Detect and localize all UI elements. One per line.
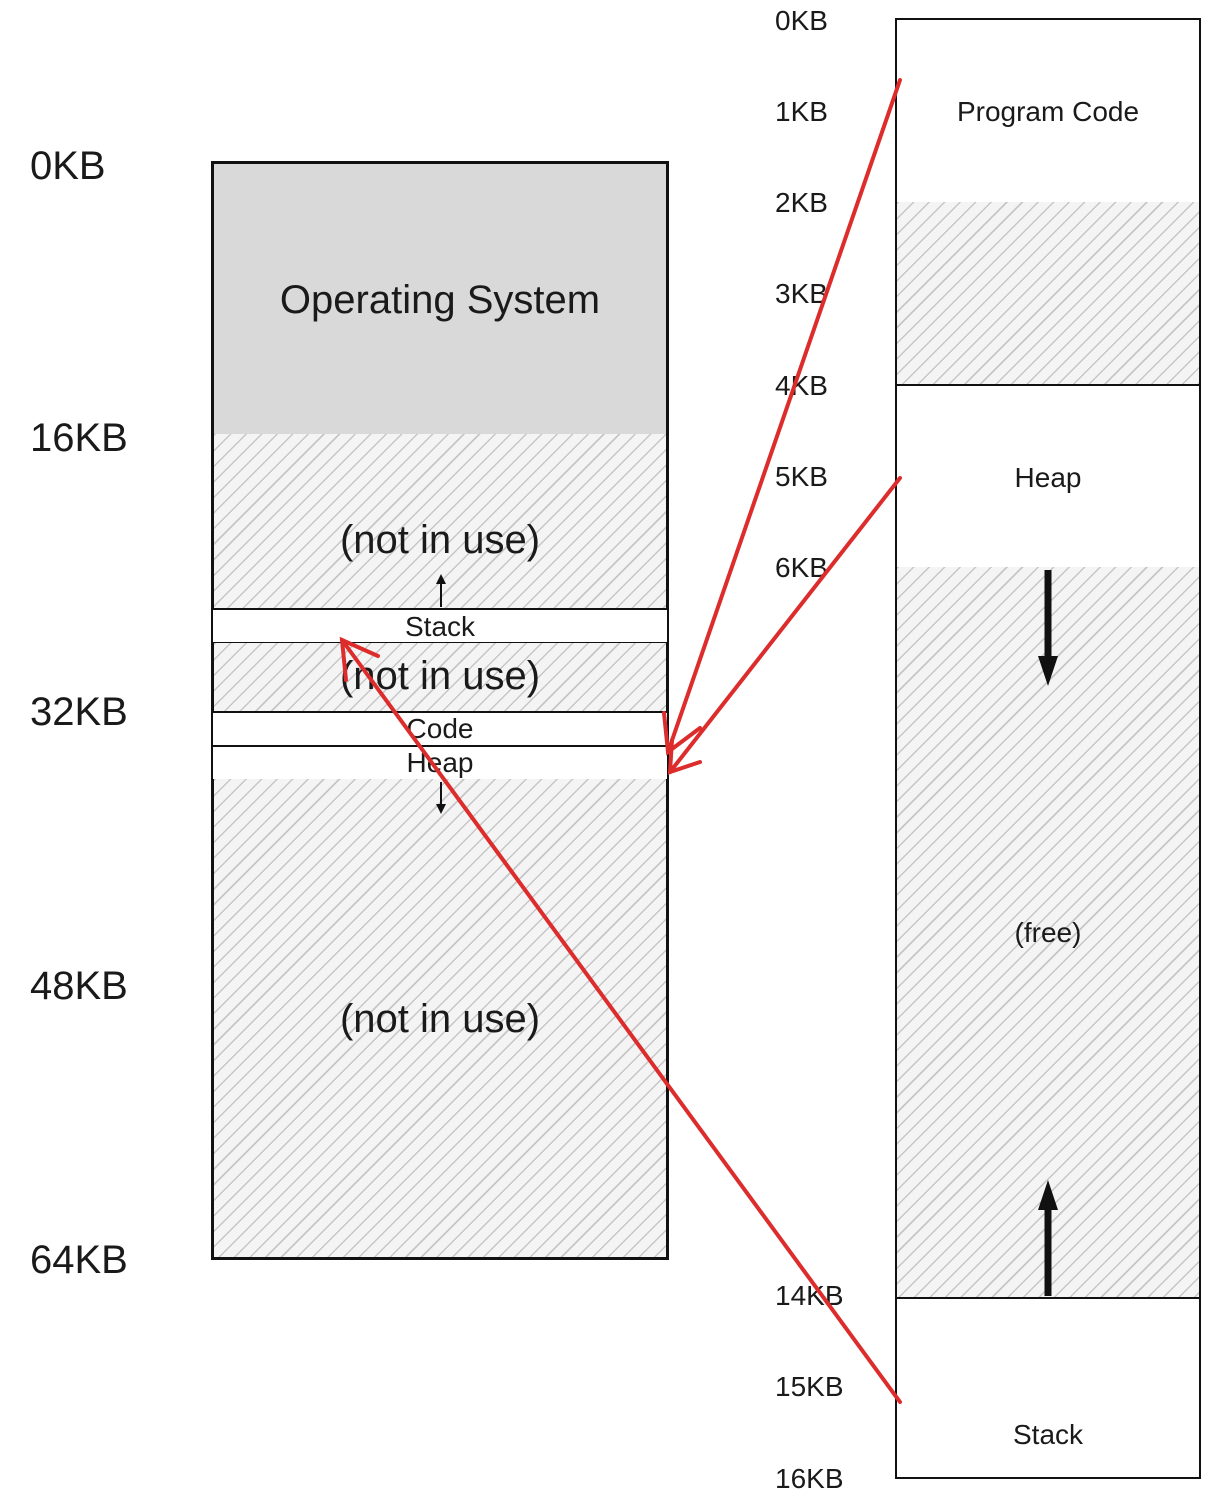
phys-code-label: Code [406, 713, 474, 744]
phys-free-mid-segment: (not in use) [211, 643, 669, 713]
virt-stack-segment: Stack [895, 1297, 1201, 1479]
phys-free-top-segment: (not in use) [211, 434, 669, 610]
virt-heap-segment: Heap [895, 384, 1201, 569]
virt-heap-label: Heap [1014, 462, 1082, 493]
phys-heap-label: Heap [406, 747, 474, 778]
virt-program-code-label: Program Code [956, 96, 1140, 127]
phys-os-label: Operating System [279, 278, 601, 322]
phys-free-top-label: (not in use) [339, 518, 541, 562]
virt-unused-segment [895, 202, 1201, 386]
virt-address-16kb: 16KB [775, 1463, 844, 1494]
phys-heap-segment: Heap [211, 745, 669, 781]
heap-mapping-arrow [667, 476, 902, 775]
code-mapping-arrow [662, 78, 902, 756]
virt-free-segment: (free) [895, 567, 1201, 1299]
phys-address-32kb: 32KB [30, 690, 128, 734]
virt-address-2kb: 2KB [775, 187, 828, 218]
phys-address-0kb: 0KB [30, 144, 106, 188]
virt-address-14kb: 14KB [775, 1280, 844, 1311]
virt-address-3kb: 3KB [775, 278, 828, 309]
phys-stack-label: Stack [404, 611, 476, 642]
virt-address-6kb: 6KB [775, 552, 828, 583]
virt-stack-label: Stack [1012, 1419, 1084, 1450]
phys-address-48kb: 48KB [30, 964, 128, 1008]
virt-address-1kb: 1KB [775, 96, 828, 127]
virt-address-15kb: 15KB [775, 1371, 844, 1402]
phys-address-16kb: 16KB [30, 416, 128, 460]
virt-address-5kb: 5KB [775, 461, 828, 492]
virt-address-0kb: 0KB [775, 5, 828, 36]
phys-free-bottom-label: (not in use) [339, 997, 541, 1041]
phys-free-mid-label: (not in use) [339, 654, 541, 698]
phys-address-64kb: 64KB [30, 1238, 128, 1282]
phys-code-segment: Code [211, 711, 669, 747]
virt-program-code-segment: Program Code [895, 18, 1201, 204]
virt-free-label: (free) [1014, 917, 1082, 948]
phys-stack-segment: Stack [211, 608, 669, 644]
phys-os-segment: Operating System [211, 161, 669, 437]
virt-address-4kb: 4KB [775, 370, 828, 401]
phys-free-bottom-segment: (not in use) [211, 779, 669, 1260]
